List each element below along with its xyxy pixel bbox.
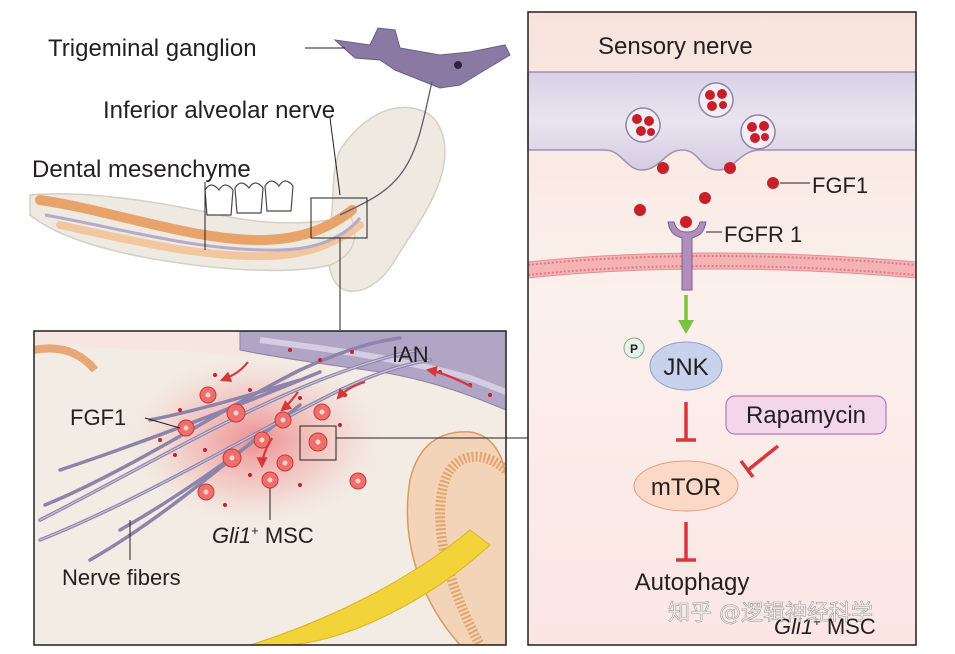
label-dental-mesenchyme: Dental mesenchyme: [32, 156, 251, 183]
phospho-badge: [623, 337, 645, 359]
sensory-nerve: [527, 71, 917, 171]
inset-frame: [33, 330, 507, 646]
label-fgf1-inset: FGF1: [70, 405, 126, 430]
label-fgfr1: FGFR 1: [724, 222, 802, 247]
cell-zoom-box: [299, 425, 337, 461]
inhibition-jnk-mtor: [676, 402, 696, 442]
vesicles: [625, 82, 776, 150]
zoom-box: [310, 197, 368, 239]
teeth: [204, 180, 294, 216]
label-sensory-nerve: Sensory nerve: [598, 33, 753, 60]
label-ian: IAN: [392, 342, 429, 367]
label-nerve-fibers: Nerve fibers: [62, 565, 181, 590]
fgf1-released: [634, 162, 779, 228]
mtor-node: [633, 460, 739, 512]
label-rapamycin: Rapamycin: [746, 402, 866, 429]
inhibition-rapamycin-mtor: [739, 444, 780, 479]
rapamycin-box: [725, 395, 887, 435]
jnk-node: [649, 341, 723, 391]
pathway-frame: [527, 11, 917, 646]
diffusion-arrows: [219, 361, 473, 469]
label-autophagy: Autophagy: [635, 569, 750, 596]
pathway-panel: [527, 11, 917, 646]
label-inferior-alveolar-nerve: Inferior alveolar nerve: [103, 97, 335, 124]
label-trigeminal-ganglion: Trigeminal ganglion: [48, 35, 257, 62]
fgfr1-receptor: [667, 221, 707, 291]
activation-arrow: [678, 295, 694, 334]
label-phospho: P: [630, 342, 638, 356]
label-fgf1: FGF1: [812, 173, 868, 198]
label-gli1-msc: Gli1+ MSC: [212, 523, 314, 548]
label-jnk: JNK: [663, 354, 708, 381]
jaw-illustration: [29, 27, 511, 330]
label-cell-type: Gli1+ MSC: [774, 614, 876, 639]
label-mtor: mTOR: [651, 474, 721, 501]
watermark: 知乎 @逻辑神经科学: [668, 601, 873, 626]
inhibition-mtor-autophagy: [676, 522, 696, 562]
